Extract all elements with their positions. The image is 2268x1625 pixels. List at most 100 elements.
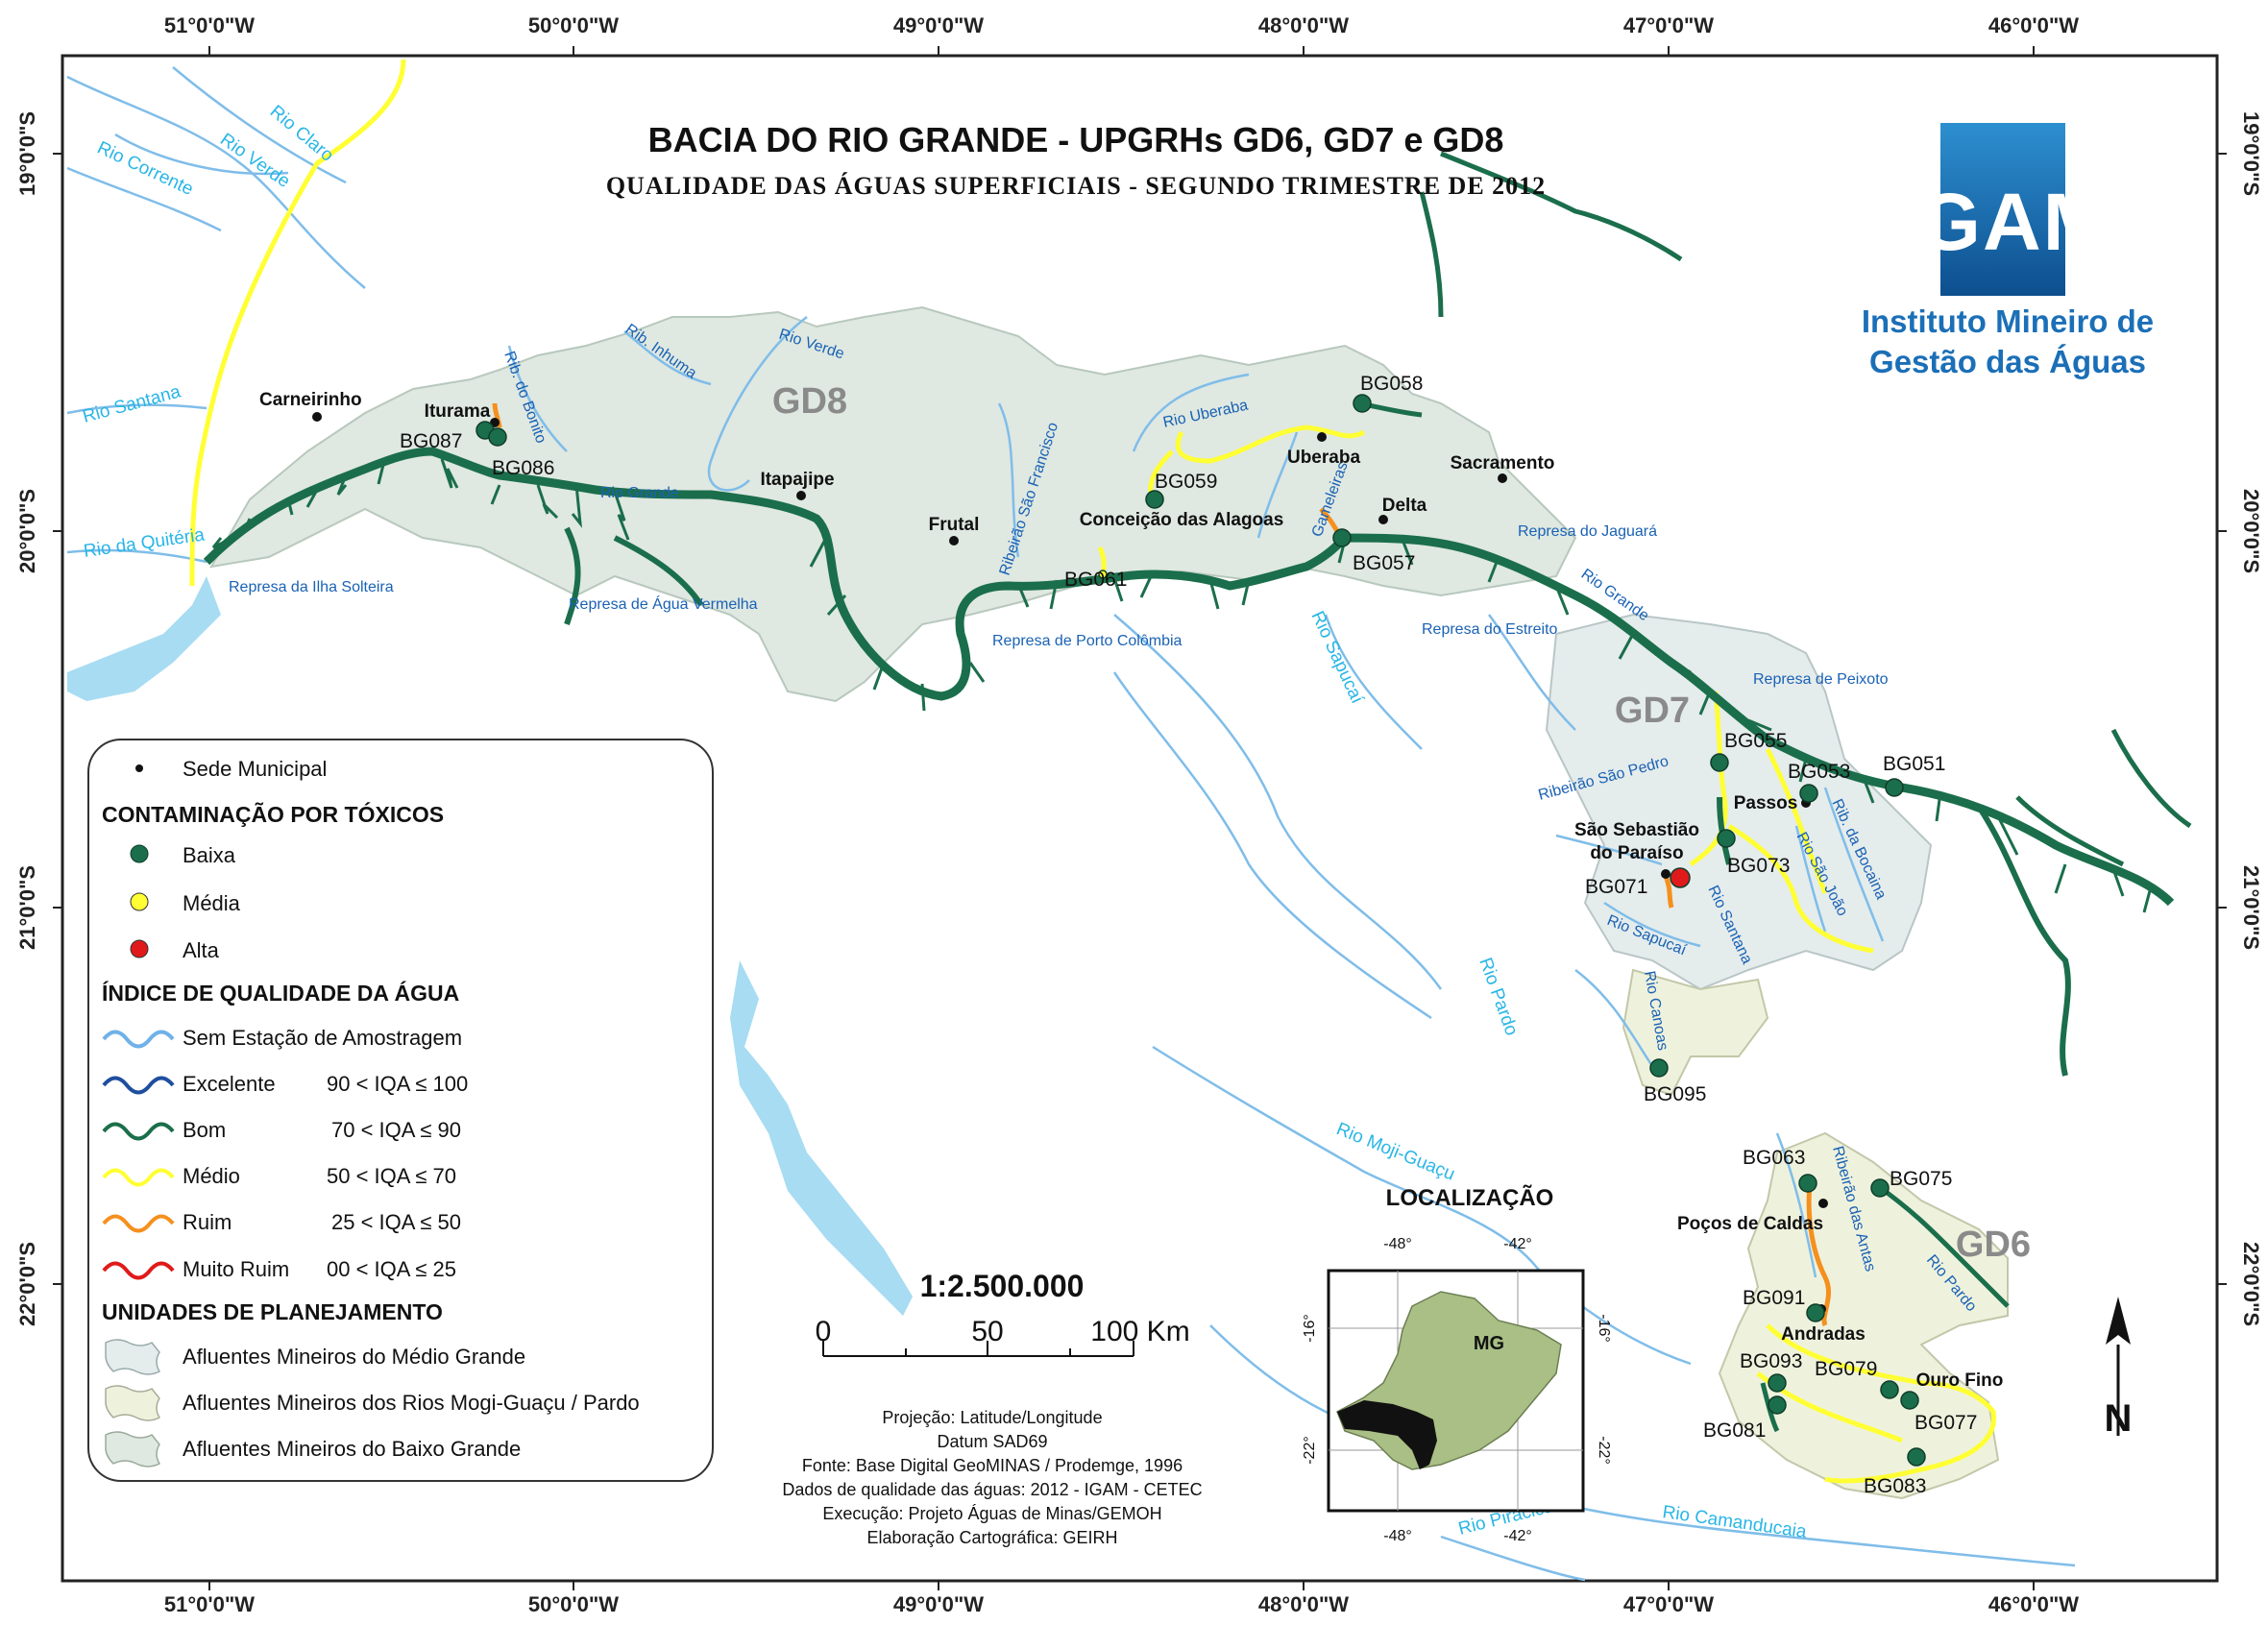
locator-basin-shape: [1337, 1400, 1437, 1469]
legend-iqa-range: 00 < IQA ≤ 25: [327, 1257, 456, 1281]
legend-iqa-range: 50 < IQA ≤ 70: [327, 1164, 456, 1188]
legend-iqa-swatch: [102, 1168, 175, 1187]
station-label: BG086: [492, 457, 554, 479]
river-label: Rio Grande: [600, 485, 679, 501]
scale-ratio: 1:2.500.000: [920, 1269, 1085, 1303]
locator-lon-label: -42°: [1503, 1236, 1532, 1252]
legend-tox-swatch: [130, 892, 149, 911]
station-marker: [1710, 753, 1729, 772]
river-label: Represa do Estreito: [1422, 621, 1558, 638]
river-label: Represa do Jaguará: [1518, 523, 1657, 540]
legend-tox-label: Baixa: [183, 843, 236, 867]
lat-label: 20°0'0"S: [15, 489, 39, 573]
river-label: Represa de Água Vermelha: [569, 594, 758, 613]
legend-box: [87, 739, 714, 1482]
legend-tox-swatch: [130, 844, 149, 863]
city-dot: [949, 536, 959, 546]
locator-inset: LOCALIZAÇÃO MG -48° -42° -48° -42° -16° …: [1302, 1184, 1612, 1544]
city-dot: [1317, 432, 1327, 442]
station-label: BG083: [1864, 1475, 1926, 1497]
credit-line: Execução: Projeto Águas de Minas/GEMOH: [822, 1504, 1161, 1523]
station-label: BG063: [1743, 1147, 1805, 1169]
lat-label: 22°0'0"S: [15, 1242, 39, 1326]
lon-label: 46°0'0"W: [1988, 13, 2079, 37]
station-label: BG061: [1064, 569, 1127, 591]
station-label: BG075: [1890, 1168, 1952, 1190]
lon-label: 48°0'0"W: [1258, 13, 1349, 37]
station-marker: [1799, 784, 1818, 803]
medio-rivers: [189, 59, 1997, 1484]
bom-rivers: [203, 151, 2192, 1433]
igam-logo-text: IGAM: [1893, 177, 2111, 267]
station-label: BG093: [1740, 1350, 1802, 1372]
igam-logo: IGAM Instituto Mineiro de Gestão das Águ…: [1862, 123, 2154, 379]
station-marker: [1098, 570, 1108, 579]
station-marker: [1353, 394, 1372, 413]
unit-label-gd7: GD7: [1615, 691, 1690, 731]
legend-iqa-label: Sem Estação de Amostragem: [183, 1026, 462, 1050]
locator-lat-label: -22°: [1596, 1436, 1612, 1465]
station-label: BG095: [1644, 1083, 1706, 1105]
city-dot: [1661, 869, 1671, 879]
graticule-top: 51°0'0"W 50°0'0"W 49°0'0"W 48°0'0"W 47°0…: [164, 13, 2079, 37]
credit-line: Fonte: Base Digital GeoMINAS / Prodemge,…: [802, 1456, 1183, 1475]
locator-lat-label: -22°: [1302, 1436, 1318, 1465]
scale-bar: 1:2.500.000 0 50 100 Km: [816, 1269, 1190, 1357]
legend: Sede Municipal CONTAMINAÇÃO POR TÓXICOS …: [87, 739, 714, 1482]
station-marker: [1670, 867, 1691, 888]
legend-iqa-label: Excelente: [183, 1072, 276, 1096]
graticule-right: 19°0'0"S 20°0'0"S 21°0'0"S 22°0'0"S: [2239, 111, 2263, 1326]
legend-iqa-swatch: [102, 1122, 175, 1141]
credit-line: Dados de qualidade das águas: 2012 - IGA…: [782, 1480, 1202, 1499]
map-subtitle: QUALIDADE DAS ÁGUAS SUPERFICIAIS - SEGUN…: [606, 172, 1546, 200]
igam-line2: Gestão das Águas: [1869, 344, 2146, 379]
lon-label: 50°0'0"W: [528, 1592, 619, 1616]
station-label: BG073: [1727, 855, 1790, 877]
legend-iqa-label: Muito Ruim: [183, 1257, 289, 1281]
legend-tox-header: CONTAMINAÇÃO POR TÓXICOS: [102, 801, 444, 827]
legend-iqa-swatch: [102, 1030, 175, 1049]
legend-up-header: UNIDADES DE PLANEJAMENTO: [102, 1299, 443, 1324]
lon-label: 46°0'0"W: [1988, 1592, 2079, 1616]
legend-iqa-swatch: [102, 1261, 175, 1280]
city-dot: [312, 412, 322, 422]
city-dot: [1818, 1199, 1828, 1208]
city-label: Andradas: [1781, 1324, 1866, 1345]
river-label: Represa da Ilha Solteira: [229, 579, 394, 595]
city-labels: Carneirinho Iturama Itapajipe Frutal Ube…: [259, 390, 2003, 1391]
lat-label: 19°0'0"S: [2239, 111, 2263, 196]
station-label: BG087: [400, 430, 462, 452]
legend-up-label: Afluentes Mineiros do Baixo Grande: [183, 1437, 521, 1461]
lon-label: 51°0'0"W: [164, 13, 255, 37]
lat-label: 21°0'0"S: [15, 865, 39, 950]
station-label: BG053: [1788, 761, 1850, 783]
legend-iqa-range: 25 < IQA ≤ 50: [331, 1210, 461, 1234]
lon-label: 49°0'0"W: [893, 1592, 984, 1616]
lat-label: 20°0'0"S: [2239, 489, 2263, 573]
station-label: BG071: [1585, 876, 1647, 898]
station-label: BG079: [1815, 1358, 1877, 1380]
gd7-polygon: [1545, 613, 1933, 991]
city-dot: [1378, 515, 1388, 524]
scale-tick-label: 50: [971, 1316, 1003, 1347]
station-marker: [1768, 1395, 1787, 1415]
city-label: do Paraíso: [1590, 843, 1683, 863]
station-markers: [476, 394, 1926, 1467]
station-marker: [1649, 1058, 1669, 1078]
station-label: BG051: [1883, 753, 1945, 775]
station-label: BG058: [1360, 373, 1423, 395]
unit-label-gd6: GD6: [1956, 1225, 2031, 1265]
legend-up-swatch: [105, 1339, 161, 1375]
scale-tick-label: 0: [816, 1316, 832, 1347]
city-label: Delta: [1382, 496, 1427, 516]
legend-up-label: Afluentes Mineiros do Médio Grande: [183, 1345, 525, 1369]
locator-title: LOCALIZAÇÃO: [1386, 1184, 1554, 1211]
city-label: Ouro Fino: [1916, 1370, 2004, 1391]
igam-line1: Instituto Mineiro de: [1862, 303, 2154, 339]
city-label: Frutal: [929, 515, 980, 535]
lat-label: 21°0'0"S: [2239, 865, 2263, 950]
city-label: Itapajipe: [760, 470, 834, 490]
lon-label: 47°0'0"W: [1623, 1592, 1714, 1616]
credit-line: Projeção: Latitude/Longitude: [882, 1408, 1102, 1427]
